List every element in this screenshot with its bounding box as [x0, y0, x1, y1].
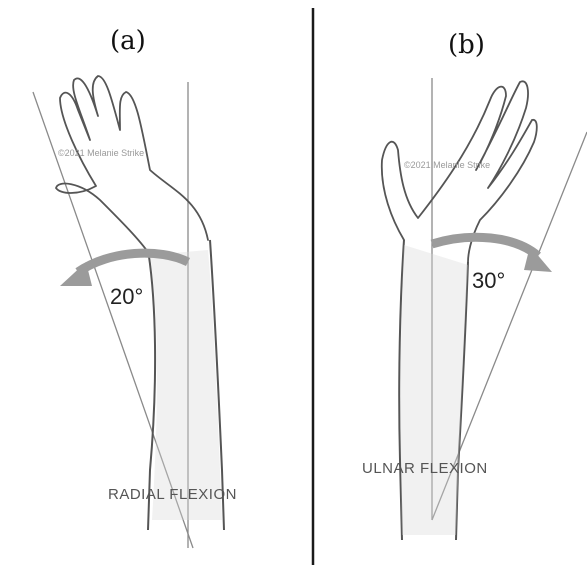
rotation-arrow-b	[432, 237, 538, 256]
panel-a-watermark: ©2021 Melanie Strike	[58, 148, 144, 158]
panel-a-angle: 20°	[110, 284, 143, 310]
panel-b-angle: 30°	[472, 268, 505, 294]
hand-sketch-a	[56, 76, 208, 255]
panel-b-label: (b)	[448, 30, 485, 60]
panel-b-caption: ULNAR FLEXION	[362, 460, 488, 477]
forearm-shade-a	[150, 250, 222, 520]
panel-a	[33, 76, 224, 548]
panel-a-caption: RADIAL FLEXION	[108, 486, 237, 503]
panel-a-label: (a)	[110, 26, 146, 56]
panel-b-watermark: ©2021 Melanie Strike	[404, 160, 490, 170]
